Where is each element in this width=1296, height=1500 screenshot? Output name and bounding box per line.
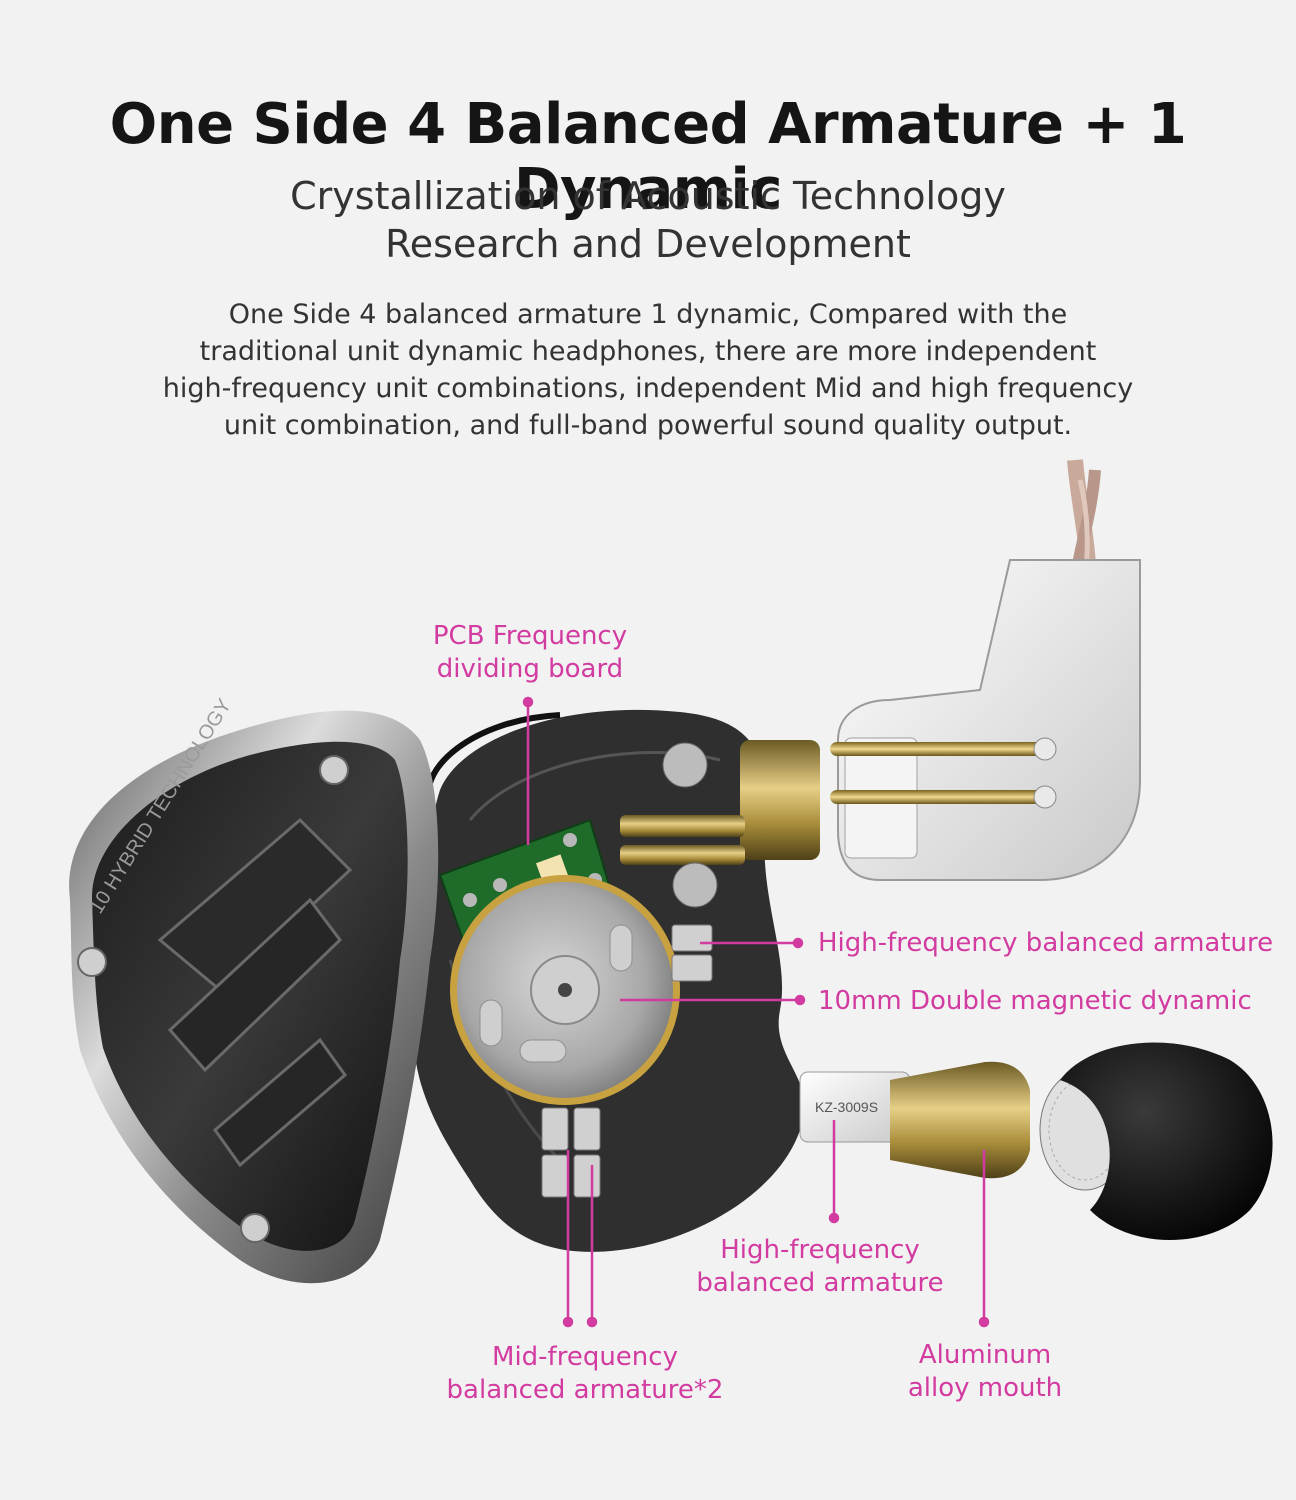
callout-dynamic: 10mm Double magnetic dynamic — [818, 986, 1252, 1016]
dynamic-driver — [450, 875, 680, 1105]
nozzle-assembly: KZ-3009S — [799, 1042, 1273, 1240]
description-line-3: high-frequency unit combinations, indepe… — [162, 373, 1134, 404]
balanced-armatures — [541, 924, 713, 1198]
callout-hf-ba-bottom: High-frequency balanced armature — [690, 1234, 950, 1300]
callout-mid-ba-line-2: balanced armature*2 — [446, 1375, 724, 1405]
description: One Side 4 balanced armature 1 dynamic, … — [0, 296, 1296, 444]
socket — [620, 740, 820, 908]
callout-hf-ba-bottom-line-2: balanced armature — [696, 1268, 944, 1298]
subtitle: Crystallization of Acoustic Technology R… — [0, 172, 1296, 268]
description-line-1: One Side 4 balanced armature 1 dynamic, … — [228, 299, 1068, 330]
cable-connector — [830, 559, 1141, 881]
page-title: One Side 4 Balanced Armature + 1 Dynamic — [109, 92, 1187, 222]
subtitle-line-2: Research and Development — [385, 222, 911, 266]
callout-pcb: PCB Frequency dividing board — [420, 620, 640, 686]
subtitle-line-1: Crystallization of Acoustic Technology — [290, 174, 1006, 218]
callout-mid-ba: Mid-frequency balanced armature*2 — [440, 1341, 730, 1407]
callout-leader-lines — [522, 696, 990, 1328]
faceplate: 10 HYBRID TECHNOLOGY — [69, 695, 439, 1284]
description-line-2: traditional unit dynamic headphones, the… — [199, 336, 1097, 367]
svg-text:KZ-3009S: KZ-3009S — [815, 1099, 878, 1115]
callout-aluminum: Aluminum alloy mouth — [890, 1339, 1080, 1405]
callout-hf-ba-right: High-frequency balanced armature — [818, 928, 1274, 958]
description-line-4: unit combination, and full-band powerful… — [223, 410, 1073, 441]
callout-pcb-line-2: dividing board — [436, 654, 624, 684]
callout-mid-ba-line-1: Mid-frequency — [492, 1342, 678, 1372]
callout-hf-ba-bottom-line-1: High-frequency — [720, 1235, 920, 1265]
callout-aluminum-line-1: Aluminum — [918, 1340, 1052, 1370]
callout-pcb-line-1: PCB Frequency — [432, 621, 628, 651]
callout-aluminum-line-2: alloy mouth — [907, 1373, 1063, 1403]
